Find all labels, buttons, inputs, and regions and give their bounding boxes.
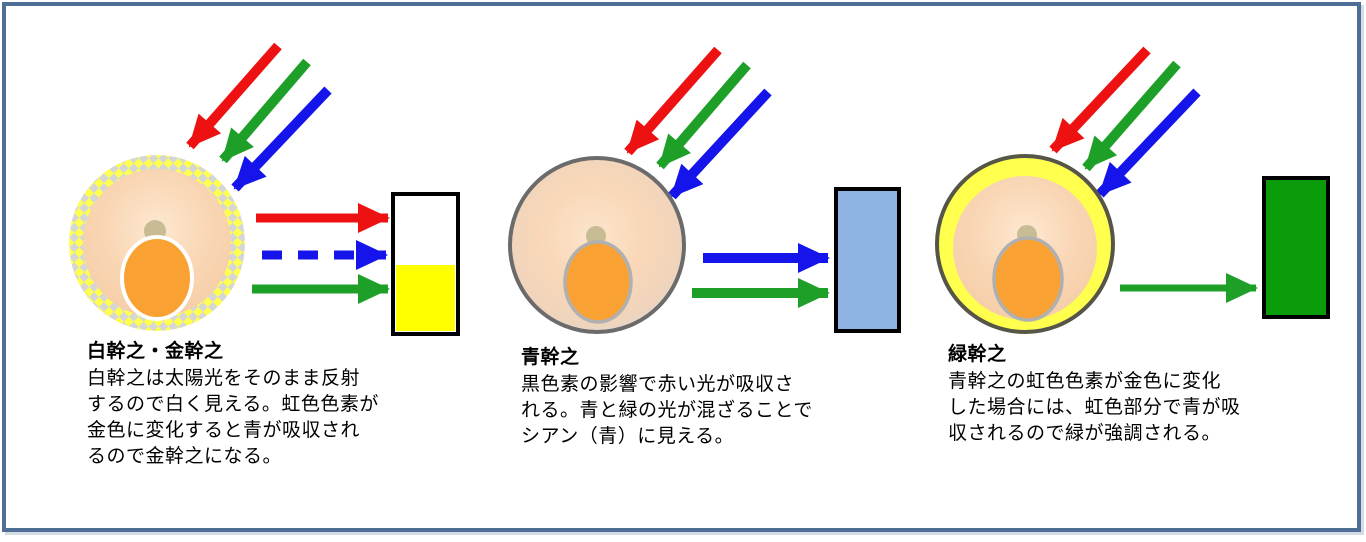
- caption-line: した場合には、虹色部分で青が吸: [948, 396, 1241, 418]
- incident-green-light-arrow: [656, 61, 751, 170]
- caption-blue-miyuki: 青幹之 黒色素の影響で赤い光が吸収さ れる。青と緑の光が混ざることで シアン（青…: [521, 344, 813, 449]
- incident-green-light-arrow: [1082, 60, 1181, 172]
- egg-yolk: [120, 235, 194, 321]
- caption-line: 金色に変化すると青が吸収され: [87, 419, 361, 441]
- caption-line: 黒色素の影響で赤い光が吸収さ: [521, 373, 795, 395]
- caption-line: 収されるので緑が強調される。: [948, 422, 1222, 444]
- egg-yolk: [563, 240, 633, 324]
- caption-line: するので白く見える。虹色色素が: [87, 393, 379, 415]
- result-swatch-outline: [391, 192, 460, 336]
- caption-white-gold-miyuki: 白幹之・金幹之 白幹之は太陽光をそのまま反射 するので白く見える。虹色色素が 金…: [87, 338, 379, 469]
- result-swatch-yellow: [396, 265, 455, 331]
- caption-green-miyuki: 緑幹之 青幹之の虹色色素が金色に変化 した場合には、虹色部分で青が吸 収されるの…: [948, 341, 1241, 446]
- caption-line: 白幹之は太陽光をそのまま反射: [87, 367, 361, 389]
- incident-blue-light-arrow: [668, 88, 772, 200]
- result-swatch-cyan-blue: [834, 187, 901, 333]
- caption-title: 白幹之・金幹之: [87, 340, 224, 362]
- caption-title: 緑幹之: [948, 343, 1007, 365]
- panel-white-gold-miyuki: [69, 42, 460, 336]
- egg-yolk: [992, 236, 1064, 322]
- caption-line: るので金幹之になる。: [87, 445, 283, 467]
- incident-blue-light-arrow: [1096, 88, 1201, 198]
- incident-red-light-arrow: [1049, 46, 1151, 154]
- incident-blue-light-arrow: [231, 86, 332, 192]
- caption-line: れる。青と緑の光が混ざることで: [521, 399, 813, 421]
- caption-line: シアン（青）に見える。: [521, 425, 735, 447]
- caption-title: 青幹之: [521, 346, 580, 368]
- panel-green-miyuki: [935, 46, 1330, 334]
- incident-red-light-arrow: [624, 46, 722, 156]
- incident-red-light-arrow: [186, 42, 282, 150]
- incident-green-light-arrow: [219, 58, 311, 164]
- caption-line: 青幹之の虹色色素が金色に変化: [948, 370, 1222, 392]
- result-swatch-green: [1262, 176, 1330, 319]
- panel-blue-miyuki: [508, 46, 901, 334]
